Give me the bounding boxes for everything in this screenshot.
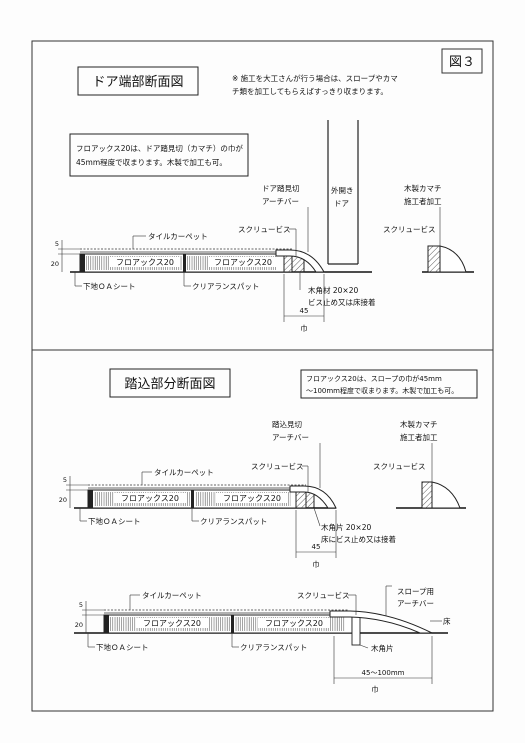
- mid-wood-piece-label-1: 木角片 20×20: [321, 522, 371, 532]
- mid-base-sheet-label: 下地ＯＡシート: [88, 516, 141, 526]
- slope-floorax-a: フロアックス20: [143, 619, 201, 628]
- door-open-label-2: ドア: [334, 199, 349, 208]
- top-info-line-2: 45mm程度で収まります。木製で加工も可。: [76, 157, 227, 167]
- mid-detail-screw-label: スクリュービス: [373, 462, 426, 471]
- mid-clear-pad-label: クリアランスパット: [200, 517, 267, 526]
- slope-clear-pad-label: クリアランスパット: [240, 643, 307, 652]
- slope-clear-pad: [231, 615, 234, 633]
- slope-floor-label: 床: [443, 616, 451, 626]
- top-kamachi-label-1: 木製カマチ: [404, 183, 442, 193]
- slope-arch-label-2: アーチバー: [397, 599, 434, 608]
- top-info-line-1: フロアックス20は、ドア踏見切（カマチ）の巾が: [76, 143, 243, 153]
- top-detail-screw-label: スクリュービス: [383, 225, 436, 234]
- mid-wood-piece-label-2: 床にビス止め又は接着: [321, 534, 396, 544]
- top-base-sheet-label: 下地ＯＡシート: [83, 281, 136, 291]
- top-clear-pad-label: クリアランスパット: [192, 282, 259, 291]
- top-info-box: [69, 133, 249, 177]
- figure-label: 図３: [449, 55, 475, 70]
- slope-dim-range: 45～100mm: [362, 669, 405, 677]
- bottom-info-line-2: ～100mm程度で収まります。木製で加工も可。: [306, 386, 458, 395]
- top-dim-45: 45: [300, 307, 309, 315]
- slope-screw-label: スクリュービス: [297, 591, 350, 600]
- top-clear-pad: [183, 254, 186, 272]
- top-door-arch-label-1: ドア踏見切: [262, 183, 300, 193]
- top-kamachi-label-2: 施工者加工: [404, 196, 442, 206]
- bottom-info-line-1: フロアックス20は、スロープの巾が45mm: [306, 374, 442, 383]
- top-dim-20: 20: [51, 260, 59, 268]
- mid-step-arch-label-2: アーチバー: [272, 433, 309, 442]
- top-note-line-1: ※ 施工を大工さんが行う場合は、スロープやカマ: [232, 73, 398, 83]
- top-width-label: 巾: [300, 323, 308, 333]
- door-open-label-1: 外開き: [331, 185, 354, 195]
- outer-frame: [31, 40, 494, 712]
- mid-step-arch-label-1: 踏込見切: [272, 419, 302, 429]
- mid-arch-bar: [289, 485, 337, 509]
- bottom-title-box: [109, 368, 231, 398]
- top-screw-label: スクリュービス: [238, 225, 291, 234]
- slope-dim-5: 5: [79, 601, 83, 609]
- top-title: ドア端部断面図: [92, 75, 183, 90]
- mid-floorax-b: フロアックス20: [223, 494, 281, 503]
- slope-base-sheet-label: 下地ＯＡシート: [96, 642, 149, 652]
- slope-wood-piece-label: 木角片: [371, 643, 394, 653]
- mid-floorax-a: フロアックス20: [121, 494, 179, 503]
- slope-wood-piece: [351, 614, 361, 646]
- mid-width-label: 巾: [312, 559, 320, 569]
- slope-tile-carpet-label: タイルカーペット: [142, 591, 202, 600]
- slope-floorax-b: フロアックス20: [265, 619, 323, 628]
- mid-clear-pad: [191, 490, 194, 508]
- slope-dim-20: 20: [75, 621, 83, 629]
- mid-screw-label: スクリュービス: [251, 462, 304, 471]
- slope-width-label: 巾: [371, 684, 379, 694]
- top-title-box: [77, 66, 199, 96]
- figure-label-box: [441, 48, 483, 74]
- mid-dim-45: 45: [312, 543, 321, 551]
- top-note-line-2: チ類を加工してもらえばすっきり収まります。: [232, 86, 388, 96]
- top-dim-5: 5: [55, 240, 59, 248]
- top-tile-carpet-label: タイルカーペット: [148, 232, 208, 241]
- mid-dim-5: 5: [63, 476, 67, 484]
- top-arch-bar: [275, 249, 325, 273]
- mid-kamachi-label-1: 木製カマチ: [400, 419, 438, 429]
- top-door-arch-label-2: アーチバー: [262, 197, 299, 206]
- slope-arch-label-1: スロープ用: [397, 587, 434, 596]
- top-wood-block-label-1: 木角材 20×20: [308, 285, 358, 295]
- top-wood-block-label-2: ビス止め又は床接着: [308, 297, 376, 307]
- mid-kamachi-label-2: 施工者加工: [400, 432, 438, 442]
- top-floorax-b: フロアックス20: [214, 258, 272, 267]
- top-floorax-a: フロアックス20: [116, 258, 174, 267]
- mid-tile-carpet-label: タイルカーペット: [154, 468, 214, 477]
- bottom-title: 踏込部分断面図: [124, 377, 215, 392]
- mid-dim-20: 20: [59, 496, 67, 504]
- slope-arch-bar: [329, 610, 433, 634]
- bottom-info-box: [300, 369, 478, 399]
